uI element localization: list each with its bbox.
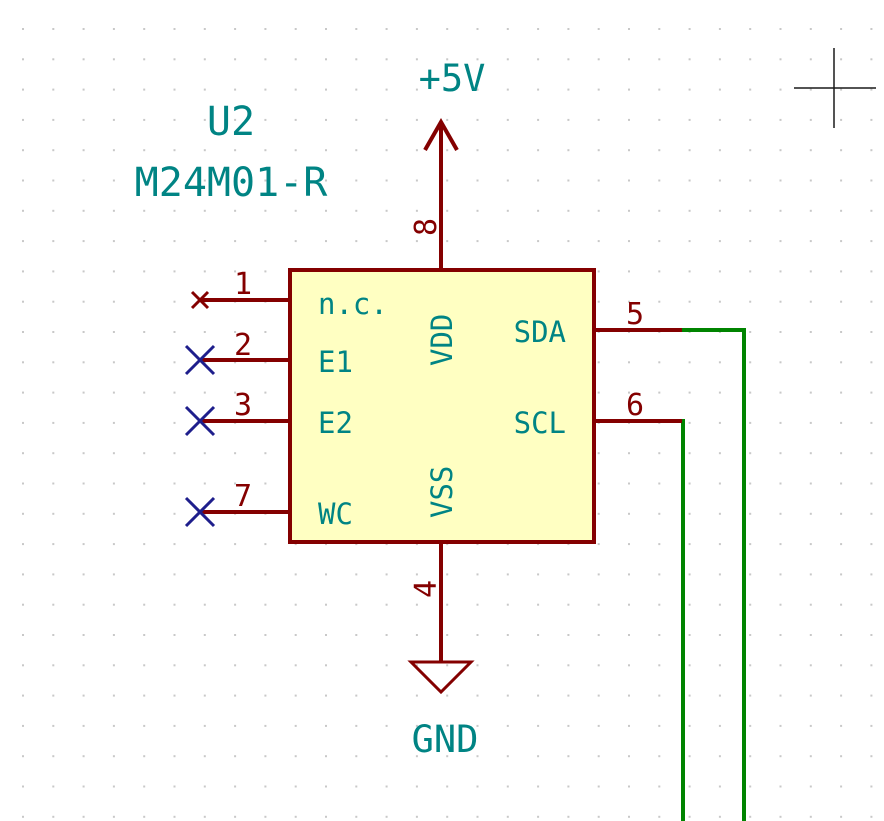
- pin-6[interactable]: 6 SCL: [514, 388, 682, 440]
- pin-4-number: 4: [409, 580, 444, 598]
- component-value: M24M01-R: [135, 160, 329, 206]
- power-label-5v: +5V: [419, 57, 486, 100]
- cursor-crosshair-icon: [794, 48, 876, 128]
- pin-5[interactable]: 5 SDA: [514, 297, 682, 349]
- pin-2[interactable]: 2 E1: [184, 328, 353, 379]
- pin-1-number: 1: [234, 267, 252, 302]
- pin-3[interactable]: 3 E2: [184, 388, 353, 440]
- pin-7-name: WC: [318, 497, 353, 531]
- no-connect-icon: [184, 405, 216, 437]
- pin-4-name: VSS: [425, 466, 459, 518]
- scl-wire[interactable]: [680, 419, 685, 821]
- pin-6-name: SCL: [514, 406, 566, 440]
- sda-wire[interactable]: [680, 328, 746, 821]
- no-connect-icon: [190, 290, 210, 310]
- pin-2-number: 2: [234, 328, 252, 363]
- pin-2-name: E1: [318, 345, 353, 379]
- net-wires[interactable]: [680, 328, 746, 821]
- pin-1-name: n.c.: [318, 287, 388, 321]
- pin-6-number: 6: [626, 388, 644, 423]
- no-connect-icon: [184, 496, 216, 528]
- ground-icon: [407, 660, 475, 695]
- pin-3-name: E2: [318, 406, 353, 440]
- pin-7-number: 7: [234, 479, 252, 514]
- pin-7[interactable]: 7 WC: [184, 479, 353, 531]
- pin-8-name: VDD: [425, 314, 459, 366]
- pin-8-number: 8: [409, 218, 444, 236]
- no-connect-icon: [184, 344, 216, 376]
- component-reference: U2: [207, 99, 255, 145]
- pin-5-name: SDA: [514, 315, 566, 349]
- power-arrow-icon: [423, 117, 459, 151]
- pin-8[interactable]: 8 VDD: [409, 117, 459, 366]
- pin-1[interactable]: 1 n.c.: [190, 267, 388, 321]
- pin-4[interactable]: 4 VSS: [407, 466, 475, 695]
- power-label-gnd: GND: [412, 718, 479, 761]
- pin-5-number: 5: [626, 297, 644, 332]
- pin-3-number: 3: [234, 388, 252, 423]
